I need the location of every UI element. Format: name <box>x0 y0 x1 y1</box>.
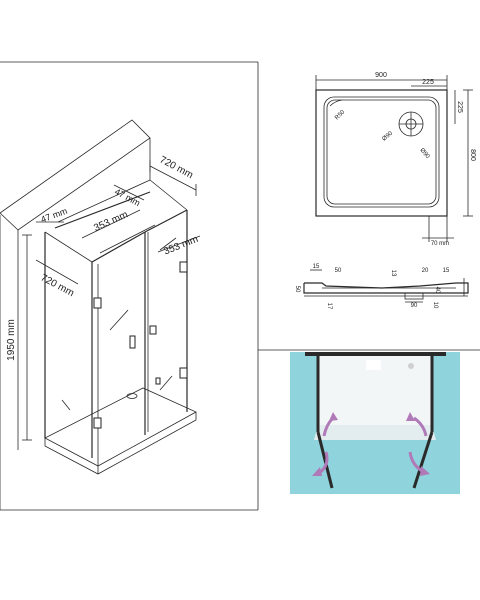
dimension-lines <box>22 160 201 441</box>
sec-d1: 15 <box>313 264 320 270</box>
dim-height: 1950 mm <box>6 319 17 361</box>
sec-d7: 17 <box>326 303 332 310</box>
plan-drain-x: 225 <box>422 79 434 86</box>
shower-tray-3d <box>44 387 197 475</box>
arrow-right-inner-icon <box>413 416 428 437</box>
tray-section-view: 15 50 50 13 20 15 17 40 90 10 <box>294 264 469 310</box>
door-swing-top-view <box>290 352 460 494</box>
arrow-left-outer-head-icon <box>312 467 322 476</box>
plan-width: 900 <box>375 72 387 79</box>
plan-drain-y: 225 <box>456 101 463 113</box>
tray-plan-view: R50 Ø90 Ø90 900 225 225 800 70 mm <box>315 72 476 247</box>
sec-d10: 10 <box>432 302 438 309</box>
dim-panel-width: 353 mm <box>162 234 200 258</box>
plan-drain-dia-2: Ø90 <box>418 147 430 160</box>
sec-d2: 50 <box>335 268 342 274</box>
sec-d6: 15 <box>443 268 450 274</box>
plan-drain-dia: Ø90 <box>381 130 394 142</box>
shower-floor <box>318 356 432 433</box>
sec-d8: 40 <box>434 287 440 294</box>
sec-d5: 20 <box>422 268 429 274</box>
sec-d4: 13 <box>390 270 396 277</box>
sec-d3: 50 <box>294 286 300 293</box>
arrow-left-inner-head-icon <box>329 412 338 421</box>
dim-width-top: 720 mm <box>158 154 195 181</box>
dim-door-width: 353 mm <box>92 209 129 234</box>
plan-radius: R50 <box>334 109 346 121</box>
dim-left-depth: 720 mm <box>39 272 76 299</box>
swing-arrows <box>312 412 430 476</box>
panel-frame <box>0 61 480 511</box>
arrow-right-outer-head-icon <box>420 466 430 476</box>
plan-depth: 800 <box>469 149 476 161</box>
drain-icon <box>408 363 414 369</box>
plan-lip: 70 mm <box>431 241 449 247</box>
sec-d9: 90 <box>411 303 418 309</box>
enclosure-drawing: 1950 mm 720 mm 47 mm 353 mm 47 mm 720 mm… <box>0 119 201 510</box>
hardware <box>93 261 188 429</box>
arrow-right-inner-head-icon <box>406 412 415 421</box>
wall <box>0 119 151 510</box>
drain-box <box>366 360 381 370</box>
